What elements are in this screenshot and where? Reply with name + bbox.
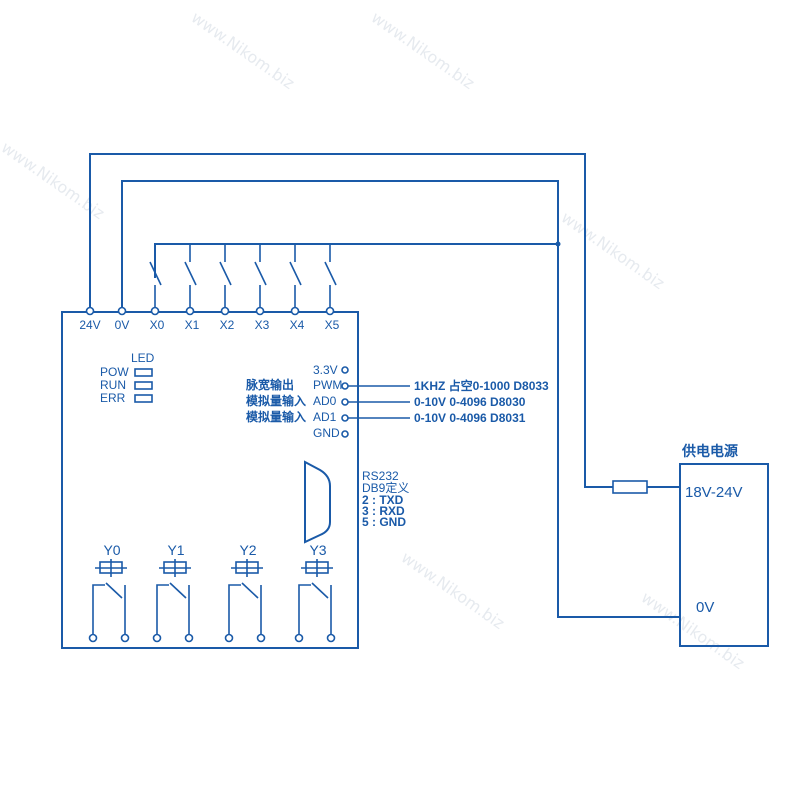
pin-3v3 xyxy=(341,366,349,374)
rs232-line-3: 2 : TXD xyxy=(362,493,404,507)
rs232-line-5: 5 : GND xyxy=(362,515,406,529)
terminal-label-x3: X3 xyxy=(255,318,270,332)
watermark: www.Nikom.biz xyxy=(558,208,668,293)
rs232-line-1: RS232 xyxy=(362,469,399,483)
signal-label-pwm: 脉宽输出 xyxy=(245,377,294,392)
terminal-label-x5: X5 xyxy=(325,318,340,332)
power-supply-title: 供电电源 xyxy=(681,443,738,459)
power-supply-vplus: 18V-24V xyxy=(685,484,743,501)
terminal-x3 xyxy=(255,306,265,316)
top-terminal-row: 24V 0V X0 X1 X2 X3 X4 X5 xyxy=(79,306,340,332)
output-relay-y3: Y3 xyxy=(294,542,336,643)
output-relay-y2: Y2 xyxy=(224,542,266,643)
switch-x2 xyxy=(219,244,232,309)
terminal-label-x4: X4 xyxy=(290,318,305,332)
terminal-label-x2: X2 xyxy=(220,318,235,332)
fuse xyxy=(612,480,648,494)
terminal-label-x0: X0 xyxy=(150,318,165,332)
pin-ad1 xyxy=(341,414,349,422)
switch-x4 xyxy=(289,244,302,309)
wire-0v xyxy=(121,180,680,618)
rs232-line-2: DB9定义 xyxy=(362,480,409,495)
output-relay-y1: Y1 xyxy=(152,542,194,643)
output-label-y3: Y3 xyxy=(309,542,326,558)
led-indicator-run xyxy=(134,381,153,390)
output-label-y1: Y1 xyxy=(167,542,184,558)
pin-label-ad0: AD0 xyxy=(313,394,337,408)
pin-label-3v3: 3.3V xyxy=(313,363,338,377)
signal-label-ad0: 模拟量输入 xyxy=(246,393,306,408)
pin-label-pwm: PWM xyxy=(313,378,342,392)
signal-desc-pwm: 1KHZ 占空0-1000 D8033 xyxy=(414,378,549,393)
terminal-x5 xyxy=(325,306,335,316)
power-supply-box xyxy=(679,463,769,647)
terminal-x4 xyxy=(290,306,300,316)
terminal-x2 xyxy=(220,306,230,316)
rs232-line-4: 3 : RXD xyxy=(362,504,405,518)
controller-box xyxy=(61,311,359,649)
switch-x0 xyxy=(149,244,162,309)
signal-desc-ad0: 0-10V 0-4096 D8030 xyxy=(414,395,526,409)
signal-pins: 3.3V 脉宽输出 PWM 1KHZ 占空0-1000 D8033 模拟量输入 … xyxy=(245,363,549,440)
terminal-x0 xyxy=(150,306,160,316)
signal-desc-ad1: 0-10V 0-4096 D8031 xyxy=(414,411,526,425)
watermark: www.Nikom.biz xyxy=(368,8,478,93)
pin-pwm xyxy=(341,382,349,390)
watermark: www.Nikom.biz xyxy=(398,548,508,633)
pin-gnd xyxy=(341,430,349,438)
watermark: www.Nikom.biz xyxy=(0,138,108,223)
terminal-label-x1: X1 xyxy=(185,318,200,332)
watermark: www.Nikom.biz xyxy=(638,588,748,673)
led-panel: LED POW RUN ERR xyxy=(100,351,155,405)
db9-connector xyxy=(304,460,331,544)
switch-x1 xyxy=(184,244,197,309)
input-switches xyxy=(149,244,337,309)
pin-ad0 xyxy=(341,398,349,406)
switch-x3 xyxy=(254,244,267,309)
led-indicator-pow xyxy=(134,368,153,377)
pin-label-gnd: GND xyxy=(313,426,340,440)
terminal-x1 xyxy=(185,306,195,316)
led-label-run: RUN xyxy=(100,378,126,392)
led-label-err: ERR xyxy=(100,391,126,405)
rs232-info: RS232 DB9定义 2 : TXD 3 : RXD 5 : GND xyxy=(362,469,409,529)
led-title: LED xyxy=(131,351,155,365)
output-relay-y0: Y0 xyxy=(88,542,130,643)
terminal-label-24v: 24V xyxy=(79,318,100,332)
terminal-24v xyxy=(85,306,95,316)
signal-label-ad1: 模拟量输入 xyxy=(246,409,306,424)
watermark: www.Nikom.biz xyxy=(188,8,298,93)
switch-x5 xyxy=(324,244,337,309)
led-indicator-err xyxy=(134,394,153,403)
wire-24v xyxy=(89,153,613,488)
output-label-y2: Y2 xyxy=(239,542,256,558)
junction-dot xyxy=(555,241,561,247)
power-supply-vzero: 0V xyxy=(696,599,714,616)
terminal-label-0v: 0V xyxy=(115,318,130,332)
led-label-pow: POW xyxy=(100,365,129,379)
pin-label-ad1: AD1 xyxy=(313,410,337,424)
input-common-bus xyxy=(154,243,558,278)
terminal-0v xyxy=(117,306,127,316)
output-label-y0: Y0 xyxy=(103,542,120,558)
